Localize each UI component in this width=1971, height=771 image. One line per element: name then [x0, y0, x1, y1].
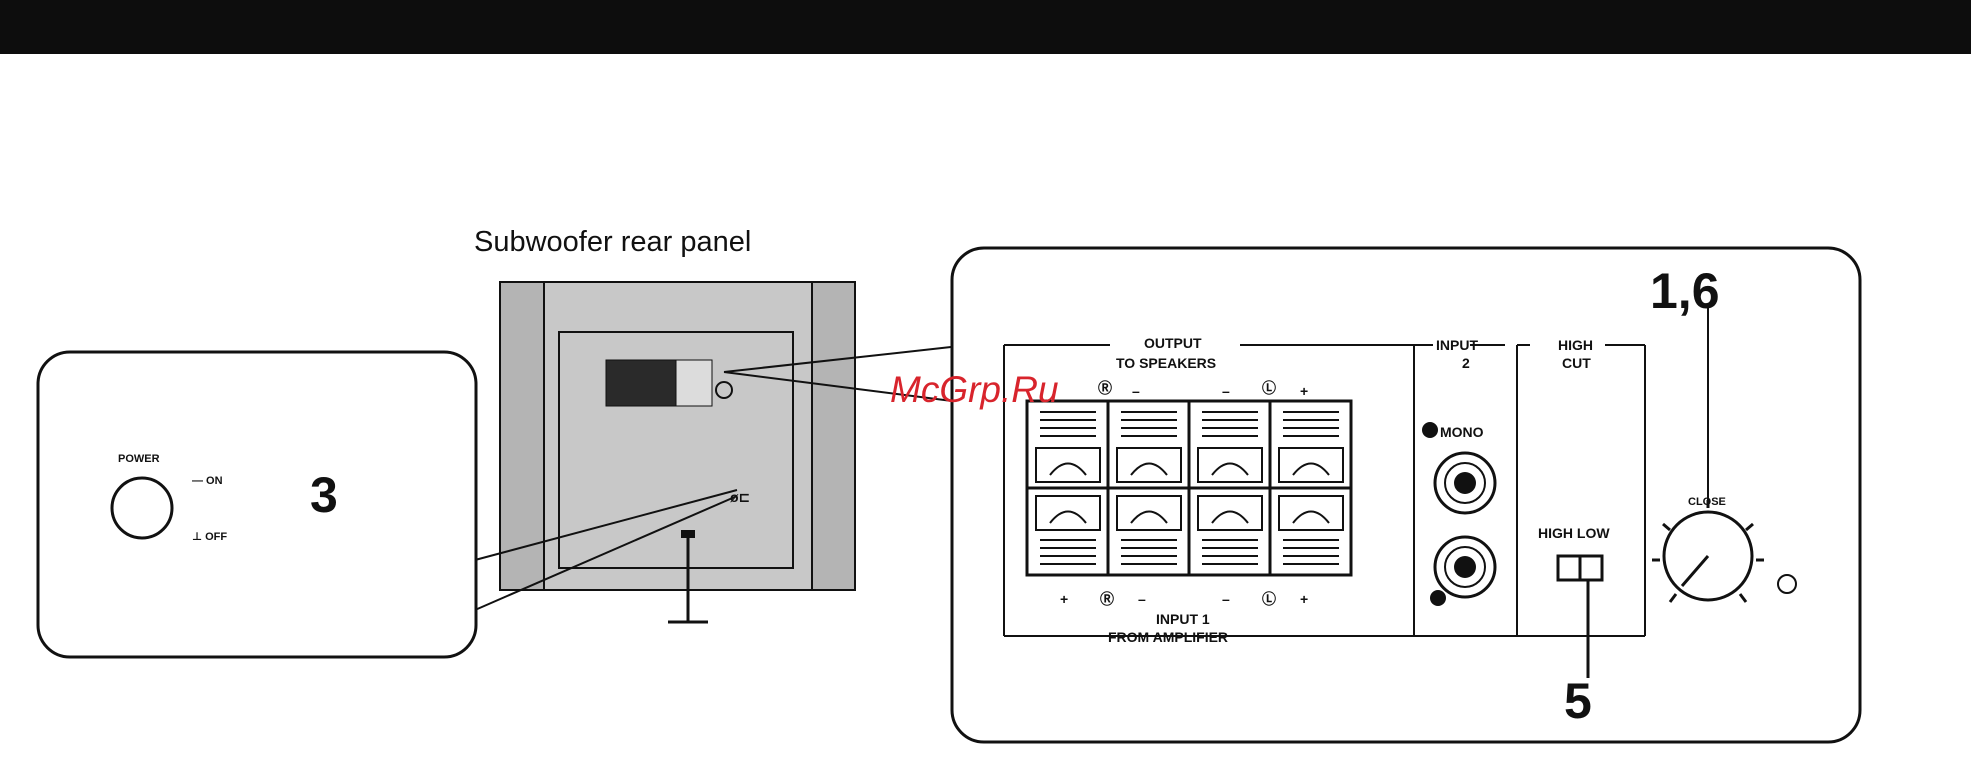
power-inset: POWER — ON ⊥ OFF 3	[38, 352, 476, 657]
speaker-terminal-block	[1027, 401, 1351, 575]
step-3-label: 3	[310, 467, 338, 523]
power-label: POWER	[118, 453, 160, 465]
bottom-l-symbol: Ⓛ	[1262, 591, 1276, 607]
bottom-r-symbol: Ⓡ	[1100, 591, 1114, 607]
input2-label-top: INPUT	[1436, 337, 1478, 353]
step-5-label: 5	[1564, 673, 1592, 729]
input2-label-bottom: 2	[1462, 355, 1470, 371]
subwoofer-rear-panel: ø⊏	[500, 282, 855, 622]
input1-label: INPUT 1	[1156, 611, 1210, 627]
step-1-6-label: 1,6	[1650, 263, 1720, 319]
top-minus-1: –	[1132, 383, 1140, 399]
bottom-minus-2: –	[1222, 591, 1230, 607]
top-plus: +	[1300, 383, 1308, 399]
bottom-plus-1: +	[1060, 591, 1068, 607]
watermark: McGrp.Ru	[890, 369, 1059, 410]
from-amplifier-label: FROM AMPLIFIER	[1108, 629, 1228, 645]
off-label: ⊥ OFF	[192, 531, 227, 543]
high-cut-label-top: HIGH	[1558, 337, 1593, 353]
bottom-plus-2: +	[1300, 591, 1308, 607]
output-label: OUTPUT	[1144, 335, 1202, 351]
on-label: — ON	[192, 475, 223, 487]
top-l-symbol: Ⓛ	[1262, 380, 1276, 396]
high-low-label: HIGH LOW	[1538, 525, 1610, 541]
terminal-inset: OUTPUT TO SPEAKERS INPUT 2 HIGH CUT	[952, 248, 1860, 742]
bottom-minus-1: –	[1138, 591, 1146, 607]
to-speakers-label: TO SPEAKERS	[1116, 355, 1216, 371]
top-minus-2: –	[1222, 383, 1230, 399]
top-r-symbol: Ⓡ	[1098, 380, 1112, 396]
high-cut-label-bottom: CUT	[1562, 355, 1591, 371]
power-button[interactable]	[112, 478, 172, 538]
mono-label: MONO	[1440, 424, 1484, 440]
diagram-title: Subwoofer rear panel	[474, 226, 751, 258]
